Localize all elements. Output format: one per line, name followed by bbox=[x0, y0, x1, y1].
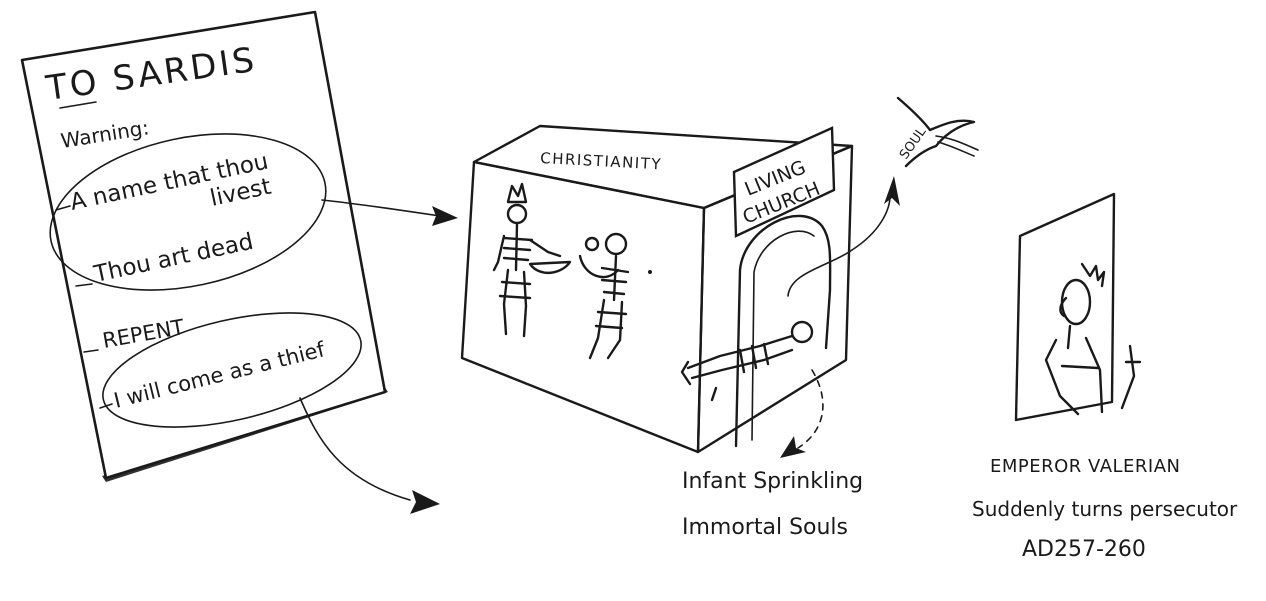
thief-oval bbox=[102, 312, 362, 428]
church-front bbox=[460, 160, 706, 454]
emperor-figure bbox=[1014, 192, 1142, 422]
skeleton-with-infant-figure bbox=[578, 232, 630, 360]
soul-label: SOUL bbox=[897, 124, 930, 162]
caption-infant-sprinkling: Infant Sprinkling bbox=[682, 469, 863, 494]
emperor-panel bbox=[1014, 192, 1116, 422]
emperor-description: Suddenly turns persecutor bbox=[972, 497, 1238, 521]
church-door bbox=[734, 214, 832, 448]
bishop-skeleton-figure bbox=[492, 182, 572, 338]
emperor-dates: AD257-260 bbox=[1022, 537, 1146, 562]
church-front-label: CHRISTIANITY bbox=[540, 149, 663, 173]
soul-bird bbox=[896, 96, 976, 168]
lying-skeleton-figure bbox=[680, 320, 814, 402]
emperor-name: EMPEROR VALERIAN bbox=[990, 456, 1181, 477]
letter-page bbox=[20, 10, 387, 480]
bullet-dash-3 bbox=[83, 349, 99, 353]
church-box: CHRISTIANITY LIVING CHURCH bbox=[460, 124, 854, 458]
sardis-letter: TO SARDIS Warning: A name that thou live… bbox=[20, 10, 388, 482]
arrow-to-church bbox=[321, 199, 458, 226]
warning-oval bbox=[49, 133, 327, 291]
living-church-sign bbox=[732, 126, 836, 238]
bullet-dash-1 bbox=[55, 205, 71, 211]
caption-immortal-souls: Immortal Souls bbox=[682, 515, 848, 540]
arrow-to-bottom bbox=[299, 397, 440, 514]
bullet-dash-4 bbox=[99, 403, 113, 409]
title-underline bbox=[59, 101, 97, 109]
bullet-dash-2 bbox=[75, 283, 93, 287]
